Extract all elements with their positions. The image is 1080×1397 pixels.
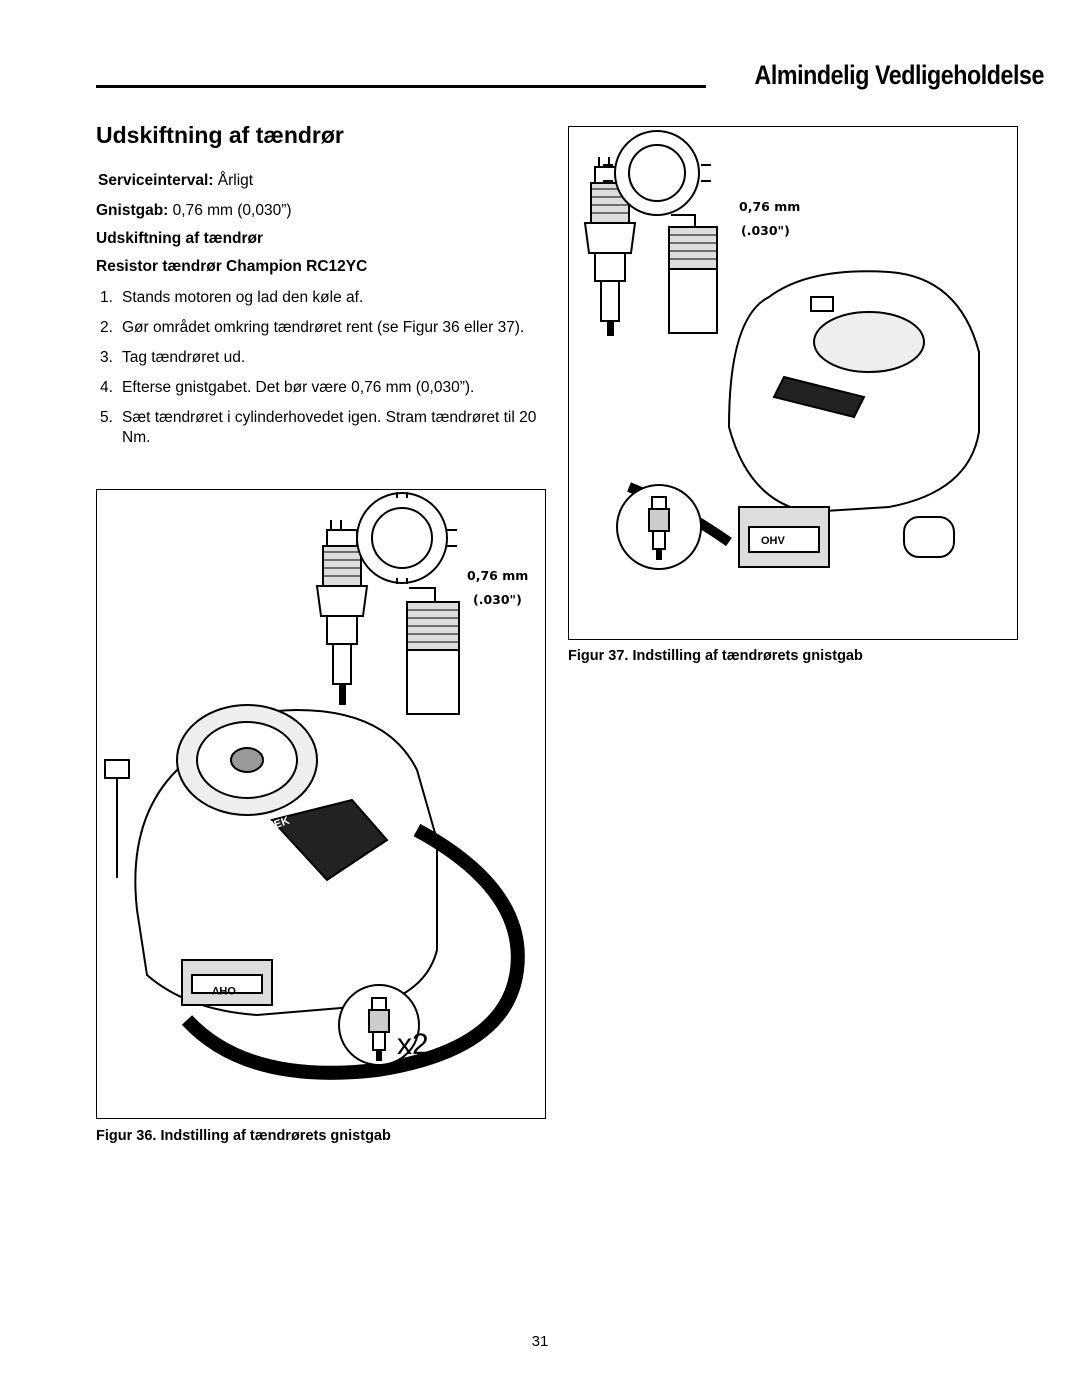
- section-title: Udskiftning af tændrør: [96, 122, 344, 148]
- engine-valve-text: OHV: [212, 984, 236, 996]
- step-item: 3.Tag tændrøret ud.: [100, 349, 246, 366]
- engine-icon: [104, 704, 438, 1017]
- replacement-label: Udskiftning af tændrør: [96, 230, 264, 247]
- gap-mm-label: 0,76 mm: [467, 568, 529, 583]
- step-item: 2.Gør området omkring tændrøret rent (se…: [100, 319, 525, 336]
- gap-mm-label: 0,76 mm: [739, 199, 801, 214]
- small-spark-plug-icon: [338, 984, 420, 1066]
- service-interval-label: Serviceinterval:: [98, 172, 214, 189]
- spark-gap-value: 0,76 mm (0,030”): [168, 202, 292, 219]
- figure-37-illustration: [583, 130, 980, 570]
- procedure-steps: 1.Stands motoren og lad den køle af. 2.G…: [96, 288, 546, 458]
- step-item: 4.Efterse gnistgabet. Det bør være 0,76 …: [100, 379, 475, 396]
- resistor-plug-label: Resistor tændrør Champion RC12YC: [96, 258, 368, 275]
- highlight-arc-icon: [181, 823, 525, 1080]
- spark-gap-line: Gnistgab: 0,76 mm (0,030”): [96, 202, 292, 220]
- gap-inch-label: (.030"): [741, 223, 790, 238]
- gasket-ring-icon: [347, 492, 457, 584]
- engine-icon: [727, 270, 980, 568]
- spark-plug-icon: [315, 520, 369, 705]
- step-item: 1.Stands motoren og lad den køle af.: [100, 289, 364, 306]
- figure-36-caption: Figur 36. Indstilling af tændrørets gnis…: [96, 1128, 391, 1144]
- gasket-ring-icon: [603, 130, 711, 216]
- gap-inch-label: (.030"): [473, 592, 522, 607]
- service-interval-value: Årligt: [213, 172, 254, 189]
- engine-valve-text: OHV: [761, 535, 785, 547]
- small-spark-plug-icon: [616, 484, 702, 570]
- multiplier-label: x2: [397, 1028, 429, 1061]
- gap-gauge-icon: [406, 587, 460, 715]
- spark-plug-icon: [583, 157, 637, 336]
- header-rule: [96, 85, 706, 88]
- figure-36-box: 0,76 mm (.030") INTEK OHV x2: [96, 489, 546, 1119]
- page-header-title: Almindelig Vedligeholdelse: [754, 60, 1045, 90]
- figure-37-box: 0,76 mm (.030") INTEK OHV: [568, 126, 1018, 640]
- page-number: 31: [531, 1333, 549, 1350]
- step-item: 5.Sæt tændrøret i cylinderhovedet igen. …: [100, 409, 537, 446]
- figure-36-illustration: [104, 492, 525, 1080]
- figure-37-caption: Figur 37. Indstilling af tændrørets gnis…: [568, 648, 863, 664]
- service-interval-line: Serviceinterval: Årligt: [98, 172, 253, 190]
- spark-gap-label: Gnistgab:: [96, 202, 169, 219]
- gap-gauge-icon: [668, 214, 718, 334]
